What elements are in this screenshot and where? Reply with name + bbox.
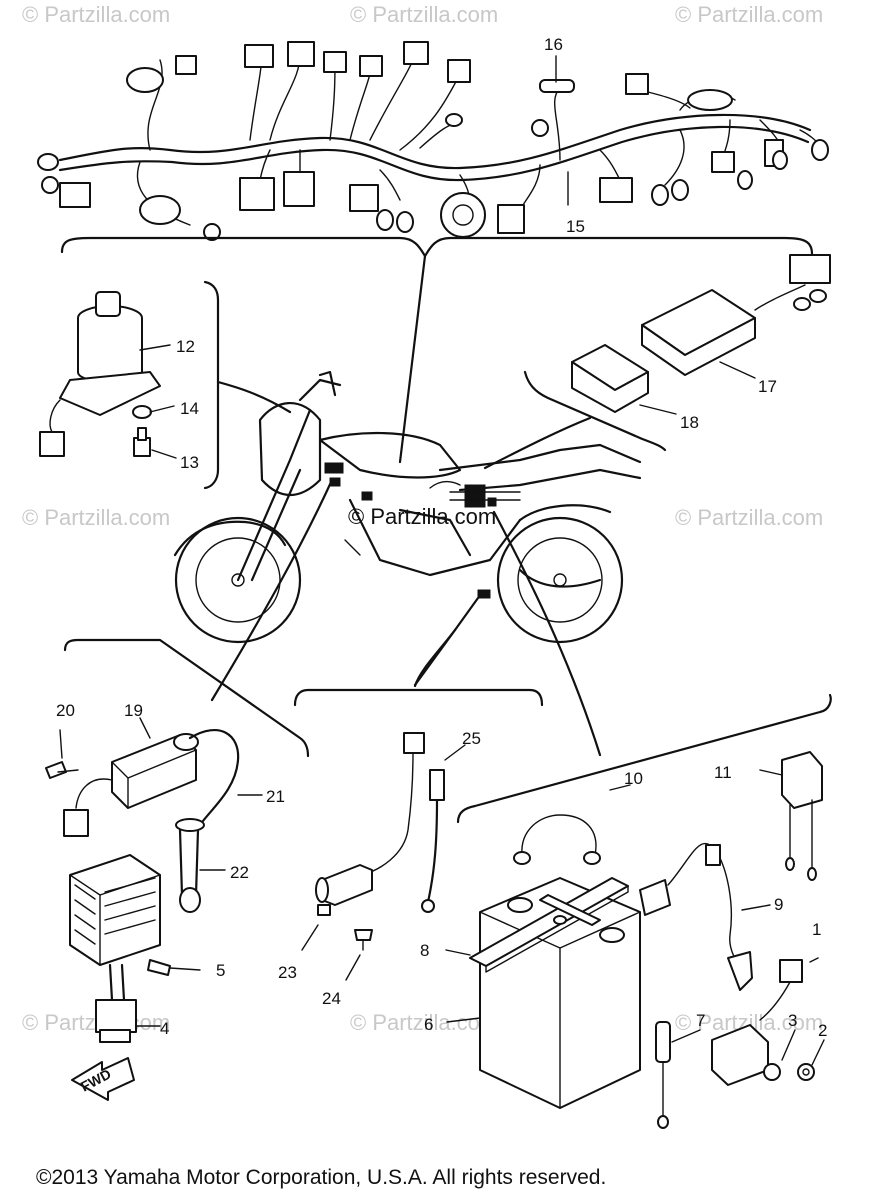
watermark: © Partzilla.com xyxy=(22,2,170,27)
watermark: © Partzilla.com xyxy=(675,2,823,27)
callout-23: 23 xyxy=(278,963,297,982)
callout-2: 2 xyxy=(818,1021,827,1040)
watermark: © Partzilla.com xyxy=(675,505,823,530)
callout-9: 9 xyxy=(774,895,783,914)
callout-11: 11 xyxy=(714,763,732,782)
watermark-center: © Partzilla.com xyxy=(348,504,496,529)
motorcycle-silhouette xyxy=(173,370,642,644)
callout-8: 8 xyxy=(420,941,429,960)
callout-7: 7 xyxy=(696,1011,705,1030)
main-switch-group xyxy=(39,280,292,490)
callout-15: 15 xyxy=(566,217,585,236)
callout-12: 12 xyxy=(176,337,195,356)
callout-4: 4 xyxy=(160,1019,169,1038)
callout-6: 6 xyxy=(424,1015,433,1034)
watermark: © Partzilla.com xyxy=(350,2,498,27)
callout-21: 21 xyxy=(266,787,285,806)
wire-harness xyxy=(37,41,829,258)
callout-18: 18 xyxy=(680,413,699,432)
callout-25: 25 xyxy=(462,729,481,748)
igniter-group xyxy=(483,254,831,470)
callout-1: 1 xyxy=(812,920,821,939)
callout-20: 20 xyxy=(56,701,75,720)
neutral-switch-group xyxy=(293,628,544,981)
callout-10: 10 xyxy=(624,769,643,788)
callout-14: 14 xyxy=(180,399,199,418)
callout-24: 24 xyxy=(322,989,341,1008)
callout-19: 19 xyxy=(124,701,143,720)
callout-16: 16 xyxy=(544,35,563,54)
callout-3: 3 xyxy=(788,1011,797,1030)
ignition-coil-group: FWD xyxy=(45,638,310,1101)
watermark: © Partzilla.com xyxy=(22,505,170,530)
callout-5: 5 xyxy=(216,961,225,980)
callout-labels: 1 2 3 4 5 6 7 8 9 10 11 12 13 14 15 16 1… xyxy=(56,35,827,1040)
battery-group xyxy=(445,693,832,1129)
callout-13: 13 xyxy=(180,453,199,472)
callout-17: 17 xyxy=(758,377,777,396)
callout-22: 22 xyxy=(230,863,249,882)
copyright-notice: ©2013 Yamaha Motor Corporation, U.S.A. A… xyxy=(36,1166,606,1189)
watermark: © Partzilla.com xyxy=(350,1010,498,1035)
